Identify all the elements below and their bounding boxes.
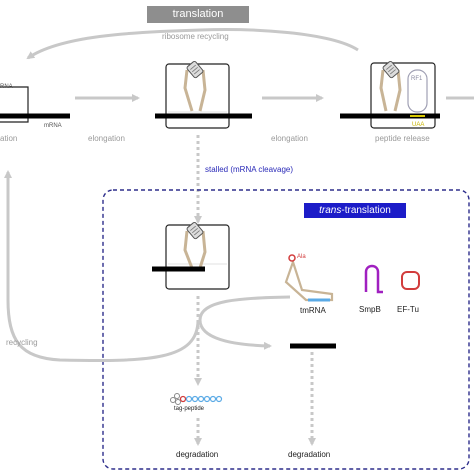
smpb-protein [364,264,383,294]
left-recycling-arrow [4,170,200,363]
mrna-release-arrow [198,295,291,350]
trans-translation-box [102,189,470,470]
tag-peptide-label: tag-peptide [174,406,205,412]
degradation-label-right: degradation [288,450,331,459]
trans-rest: -translation [341,205,391,216]
smpb-label: SmpB [359,305,381,314]
left-step-label: ation [0,134,18,143]
elongation-label-1: elongation [88,134,125,143]
tag-peptide-chain [170,393,223,405]
left-ribosome [0,86,29,123]
left-mrna-label-top: RNA [0,84,13,90]
rf1-factor [407,69,428,113]
stalled-label: stalled (mRNA cleavage) [205,165,294,174]
stop-codon-label: UAA [412,122,425,128]
release-ribosome [370,60,436,129]
elongation-label-2: elongation [271,134,308,143]
ribosome-recycling-label: ribosome recycling [162,32,229,41]
eftu-protein [401,271,420,290]
eftu-label: EF-Tu [397,305,419,314]
tmrna-label: tmRNA [300,306,326,315]
stalled-ribosome [165,221,230,290]
left-recycling-label: recycling [6,338,38,347]
trans-translation-title: trans-translation [304,203,406,218]
degradation-label-left: degradation [176,450,219,459]
tmrna-structure [284,254,334,302]
peptide-release-label: peptide release [375,134,430,143]
translation-title: translation [147,6,249,23]
trans-italic: trans [319,205,342,216]
left-mrna-label: mRNA [44,123,62,129]
middle-ribosome [165,60,230,129]
rf1-label: RF1 [411,76,423,82]
ala-residue [288,254,296,262]
ribosome-recycling-arrow [26,28,359,60]
ala-label: Ala [297,254,306,260]
